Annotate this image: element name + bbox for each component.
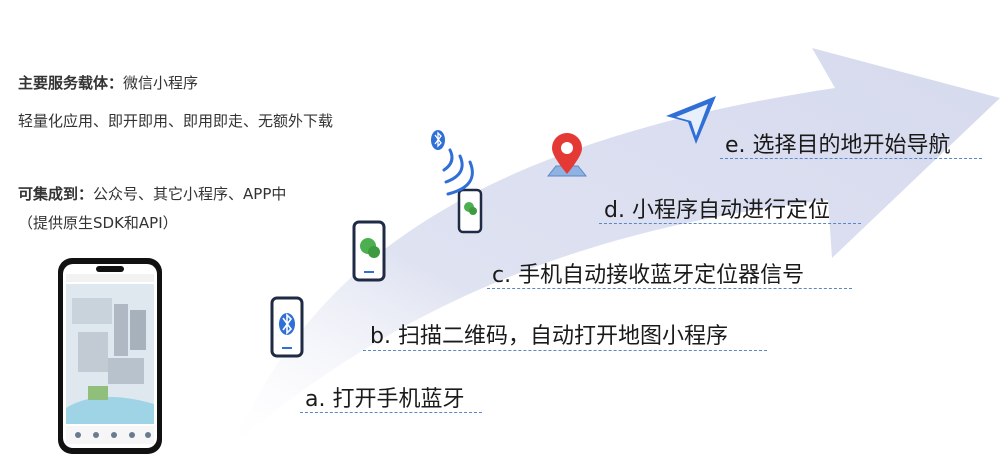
phone-mockup bbox=[58, 258, 162, 454]
wechat-phone-icon bbox=[352, 220, 386, 282]
step-c-label: c. 手机自动接收蓝牙定位器信号 bbox=[492, 263, 805, 288]
step-a-underline bbox=[300, 412, 482, 413]
progress-arrow bbox=[232, 48, 1000, 446]
bluetooth-beacon-icon bbox=[431, 130, 474, 196]
step-c-underline bbox=[487, 288, 852, 289]
navigation-arrow-icon bbox=[666, 96, 716, 144]
step-e-underline bbox=[720, 158, 982, 159]
carrier-label: 主要服务载体： bbox=[18, 74, 124, 92]
integrate-value: 公众号、其它小程序、APP中 bbox=[93, 185, 287, 203]
carrier-value: 微信小程序 bbox=[123, 74, 199, 92]
step-a-label: a. 打开手机蓝牙 bbox=[305, 387, 465, 412]
step-d-underline bbox=[599, 223, 861, 224]
integrate-label: 可集成到： bbox=[18, 185, 94, 203]
map-pin-icon bbox=[546, 133, 588, 177]
integrate-description: （提供原生SDK和API） bbox=[18, 214, 178, 232]
carrier-line: 主要服务载体：微信小程序 bbox=[18, 72, 198, 93]
step-d-label: d. 小程序自动进行定位 bbox=[604, 198, 830, 223]
bluetooth-phone-icon bbox=[270, 296, 304, 358]
step-e-label: e. 选择目的地开始导航 bbox=[725, 133, 951, 158]
step-b-underline bbox=[363, 350, 767, 351]
integrate-line: 可集成到：公众号、其它小程序、APP中 bbox=[18, 183, 286, 204]
carrier-description: 轻量化应用、即开即用、即用即走、无额外下载 bbox=[18, 112, 334, 130]
signal-phone-icon bbox=[457, 188, 483, 234]
step-b-label: b. 扫描二维码，自动打开地图小程序 bbox=[370, 324, 728, 349]
